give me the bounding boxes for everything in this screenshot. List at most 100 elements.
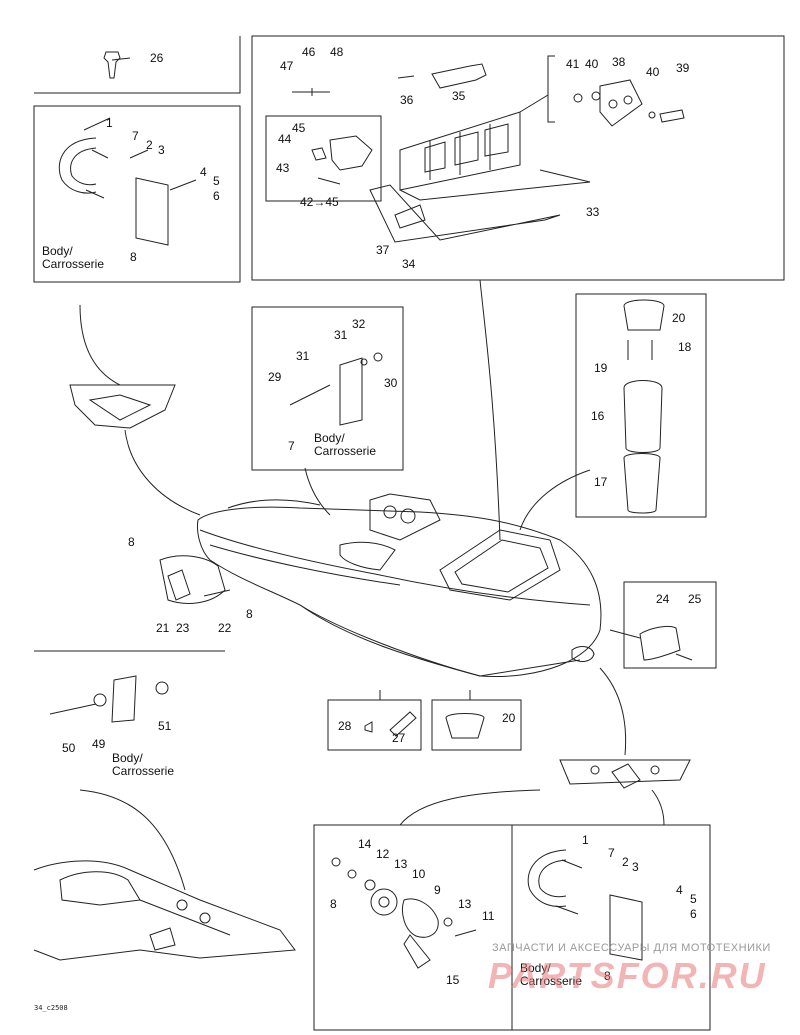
tray-mat-texture xyxy=(394,204,426,229)
label-4b: 4 xyxy=(676,883,683,897)
part-10-inner xyxy=(378,896,390,908)
label-1b: 1 xyxy=(582,833,589,847)
label-43: 43 xyxy=(276,161,290,175)
frame-grab-handle xyxy=(33,105,241,283)
label-23: 23 xyxy=(176,621,190,635)
part-13b xyxy=(443,917,453,927)
leader-fastener xyxy=(304,467,331,516)
label-48: 48 xyxy=(330,45,344,59)
cup-sleeve-16 xyxy=(623,380,663,453)
label-51: 51 xyxy=(158,719,172,733)
label-31: 31 xyxy=(334,328,348,342)
hull-seat xyxy=(339,541,396,571)
label-8e: 8 xyxy=(330,897,337,911)
label-45: 45 xyxy=(292,121,306,135)
label-10: 10 xyxy=(412,867,426,881)
part-9 xyxy=(402,898,439,938)
leader-left-bow xyxy=(79,304,121,386)
handle-bar-inner xyxy=(70,147,97,186)
hull-part-22 xyxy=(203,589,231,597)
rear-bolt1 xyxy=(176,899,188,911)
hull-drain xyxy=(571,646,595,662)
hull-outline xyxy=(197,506,602,678)
frame-clip xyxy=(265,115,382,202)
label-6: 6 xyxy=(213,189,220,203)
label-40b: 40 xyxy=(646,65,660,79)
part-12 xyxy=(347,869,357,879)
label-33: 33 xyxy=(586,205,600,219)
fastener-bolt xyxy=(289,384,331,406)
part-20b xyxy=(445,713,485,739)
rear-rail xyxy=(139,899,231,936)
washer-40b xyxy=(591,91,601,101)
rear-step xyxy=(149,927,176,951)
rear-detail-hole1 xyxy=(590,765,600,775)
cup-foam-17 xyxy=(623,453,661,514)
label-14: 14 xyxy=(358,837,372,851)
label-42-45: 42→45 xyxy=(300,195,339,209)
label-12: 12 xyxy=(376,847,390,861)
label-34: 34 xyxy=(402,257,416,271)
label-2b: 2 xyxy=(622,855,629,869)
frame-part-27 xyxy=(327,699,422,751)
arrow-42-45 xyxy=(317,177,341,185)
body-label-4: Body/ xyxy=(520,961,551,975)
part-49 xyxy=(93,693,107,707)
hull-deck-front xyxy=(227,499,321,509)
pin-46-48 xyxy=(292,88,330,96)
screw-39 xyxy=(659,109,685,123)
label-32: 32 xyxy=(352,317,366,331)
tray-floor xyxy=(399,169,591,201)
label-27: 27 xyxy=(392,731,406,745)
label-5b: 5 xyxy=(690,892,697,906)
watermark-subtitle: ЗАПЧАСТИ И АКСЕССУАРЫ ДЛЯ МОТОТЕХНИКИ xyxy=(492,942,771,954)
label-11: 11 xyxy=(482,909,495,923)
label-47: 47 xyxy=(280,59,294,73)
bow-shape xyxy=(69,384,176,429)
frame-cover xyxy=(623,581,717,669)
frame-cup-holder xyxy=(575,293,707,518)
label-6b: 6 xyxy=(690,907,697,921)
label-7b: 7 xyxy=(608,846,615,860)
rivet-26-lead xyxy=(111,57,131,61)
bracket-35 xyxy=(431,63,487,89)
label-24: 24 xyxy=(656,592,670,606)
label-40: 40 xyxy=(585,57,599,71)
rear-detail xyxy=(559,759,691,785)
tray-mat-37 xyxy=(369,184,561,243)
hull-light-23 xyxy=(167,569,191,601)
frame-grab-handle-rear xyxy=(511,824,711,1031)
label-44: 44 xyxy=(278,132,292,146)
tray-to-38 xyxy=(519,94,549,113)
handle-bar xyxy=(58,137,97,194)
hull-steering xyxy=(400,508,416,524)
rear-detail-hole2 xyxy=(650,765,660,775)
leader-rear-detail xyxy=(79,789,186,891)
hull-bottom xyxy=(299,604,581,677)
label-50: 50 xyxy=(62,741,76,755)
label-26: 26 xyxy=(150,51,164,65)
rear-handle-bar-inner xyxy=(538,859,567,898)
hull-inner-line xyxy=(209,544,401,586)
hull-console xyxy=(369,493,441,541)
screw-36 xyxy=(397,75,415,79)
body-label-1: Body/ xyxy=(42,244,73,258)
part-15-body xyxy=(403,934,431,969)
label-1: 1 xyxy=(106,116,113,130)
hull-gunwale xyxy=(199,529,591,606)
rear-detail-bracket xyxy=(611,763,641,789)
rear-handle-plate xyxy=(609,894,643,961)
screw-25 xyxy=(675,653,693,661)
label-5: 5 xyxy=(213,174,220,188)
label-31b: 31 xyxy=(296,349,310,363)
label-35: 35 xyxy=(452,89,466,103)
leader-drain xyxy=(399,789,541,826)
label-18: 18 xyxy=(678,340,692,354)
label-4: 4 xyxy=(200,165,207,179)
frame-top-left xyxy=(34,36,241,94)
label-19: 19 xyxy=(594,361,608,375)
carrosserie-label-3: Carrosserie xyxy=(112,764,175,778)
bracket-38 xyxy=(547,55,555,123)
